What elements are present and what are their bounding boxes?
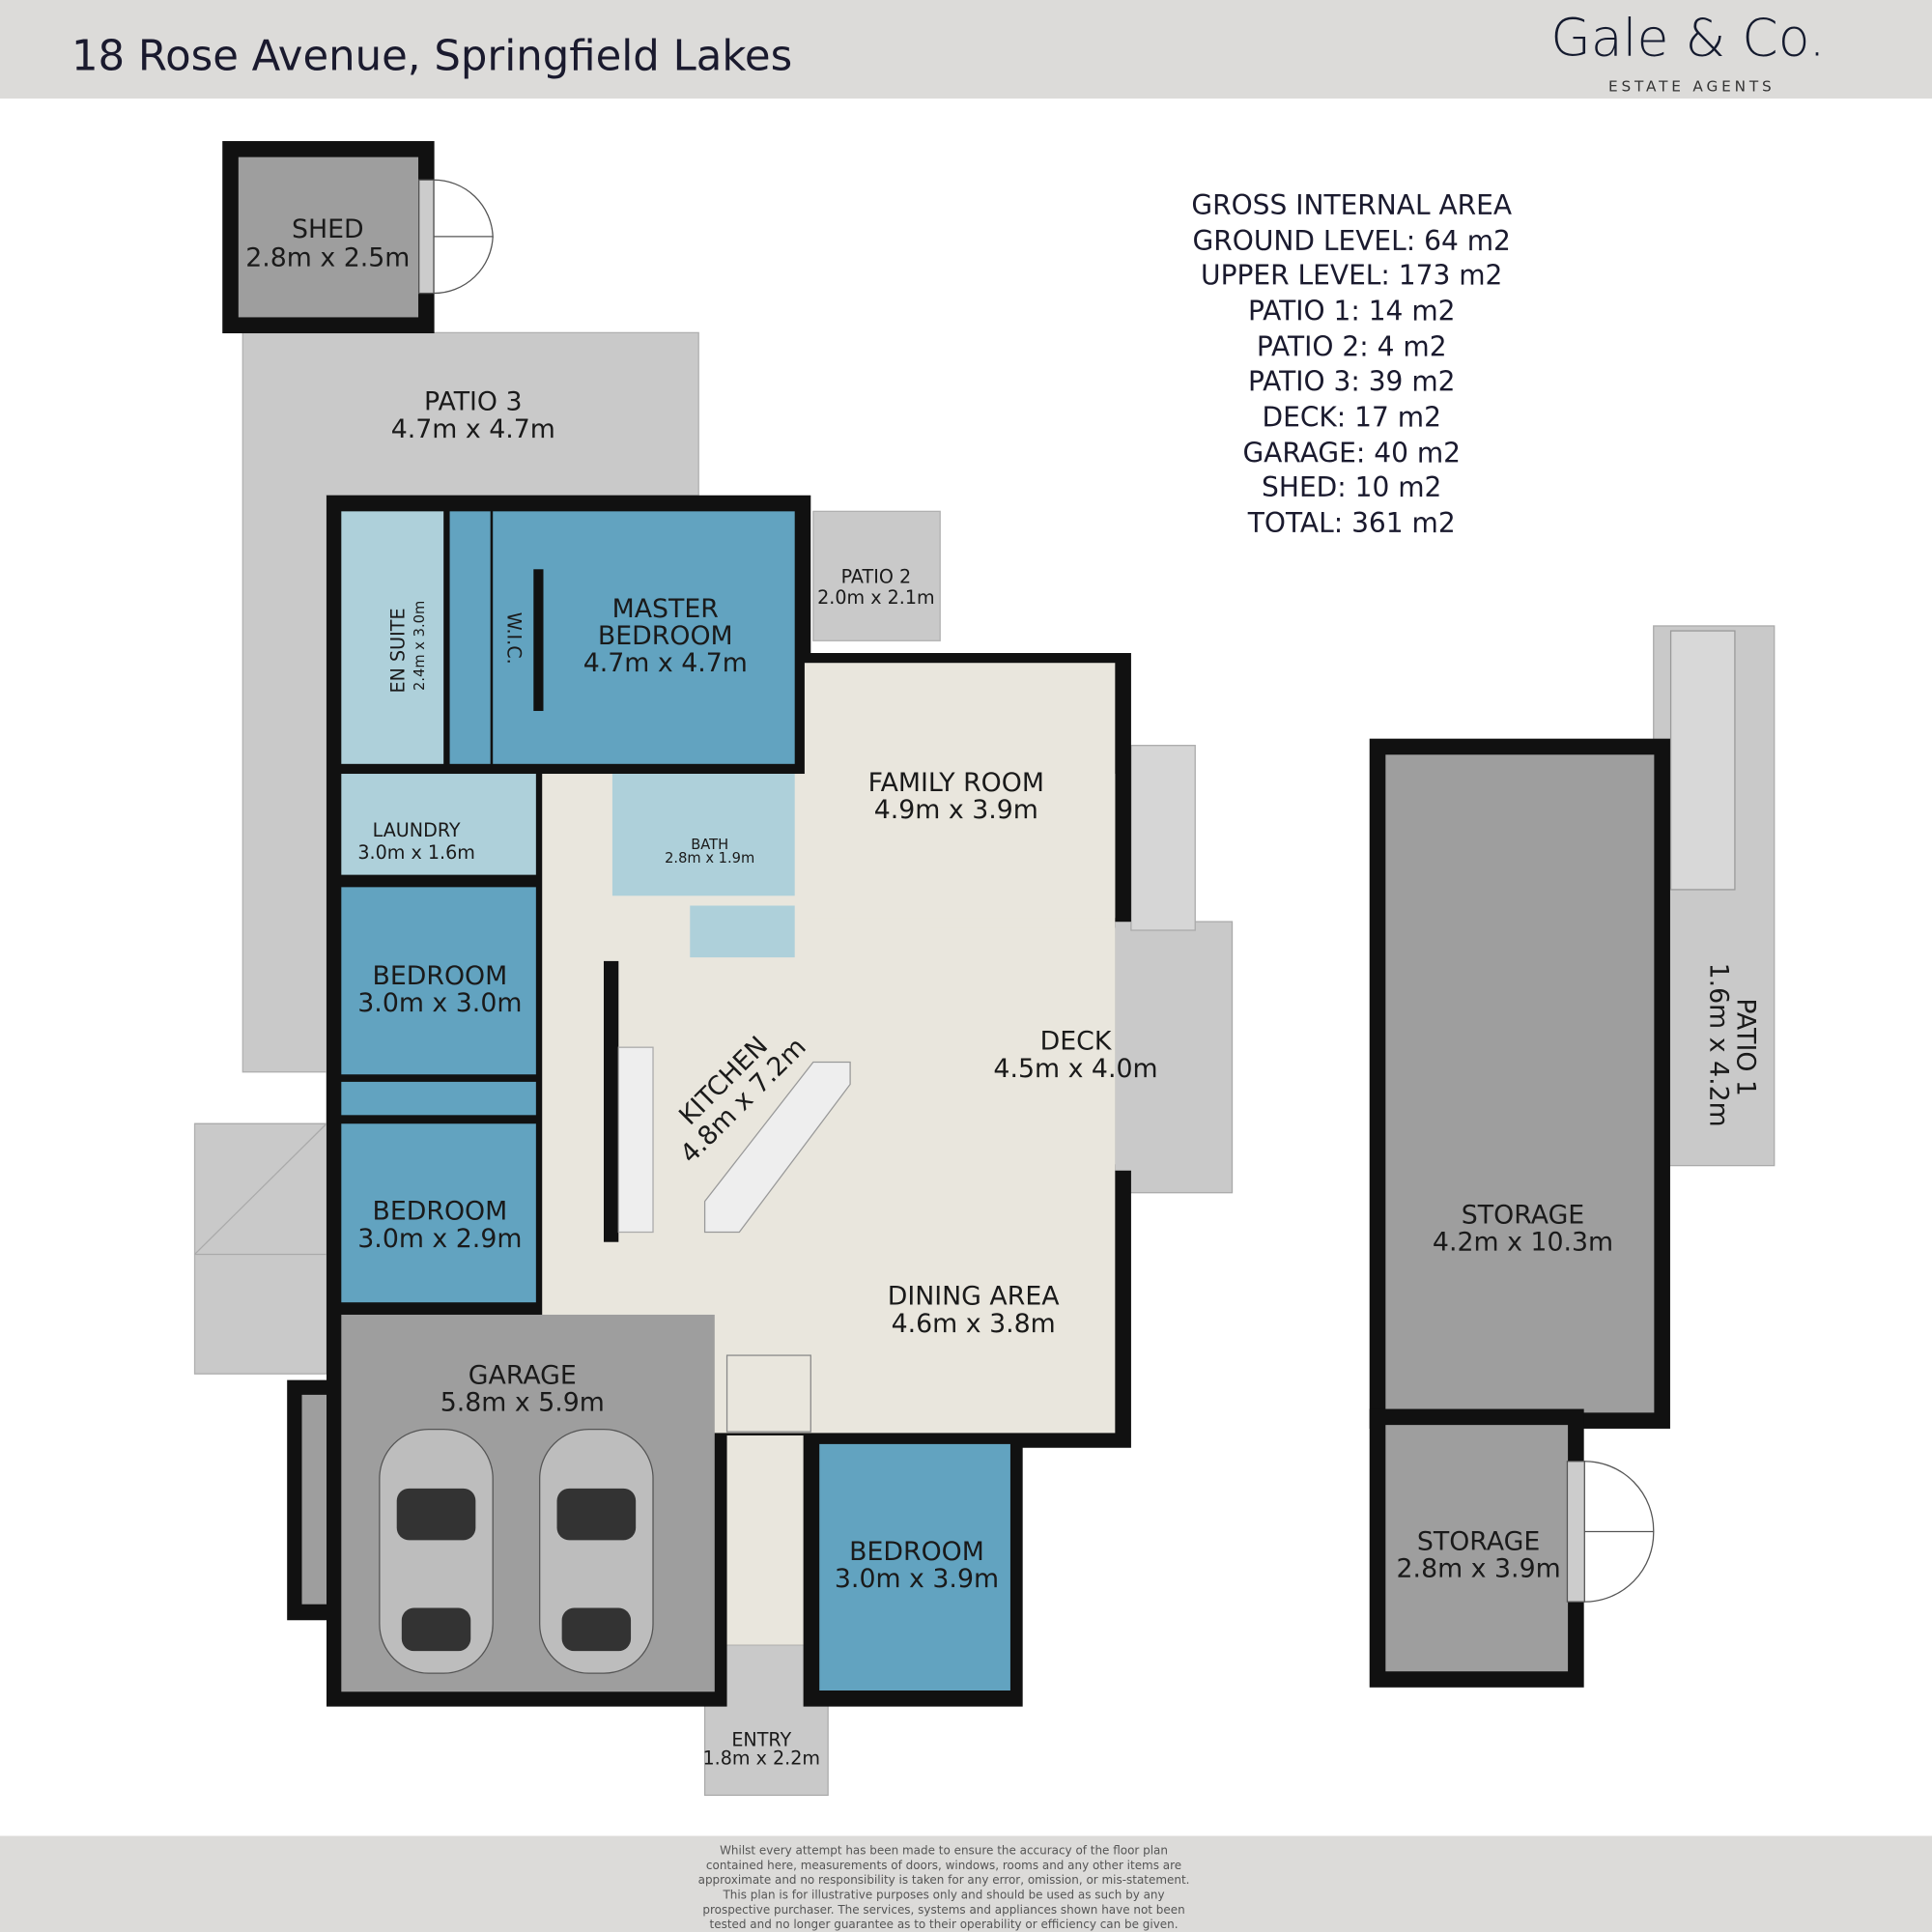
laundry	[341, 774, 536, 875]
room-size: 3.0m x 1.6m	[357, 841, 475, 864]
disclaimer: Whilst every attempt has been made to en…	[698, 1844, 1190, 1932]
room-size: 3.0m x 2.9m	[357, 1224, 522, 1254]
bedroom-3	[819, 1443, 1010, 1690]
room-size: 1.6m x 4.2m	[1703, 963, 1733, 1127]
car-icon	[379, 1428, 494, 1674]
bath	[611, 774, 795, 896]
storage-door[interactable]	[1566, 1461, 1655, 1603]
room-name: LAUNDRY	[373, 819, 461, 841]
car-icon	[539, 1428, 654, 1674]
bedroom-1	[341, 887, 536, 1075]
toilet	[690, 905, 795, 958]
room-name: EN SUITE	[386, 608, 409, 693]
room-name: STORAGE	[1462, 1201, 1584, 1231]
area-line: GROUND LEVEL: 64 m2	[1193, 225, 1511, 257]
shed	[222, 141, 435, 334]
patio-1-stairs	[1669, 630, 1736, 891]
deck-stairs	[1130, 745, 1196, 931]
disclaimer-line: contained here, measurements of doors, w…	[706, 1859, 1181, 1872]
disclaimer-line: This plan is for illustrative purposes o…	[722, 1889, 1164, 1902]
room-size: 4.7m x 4.7m	[583, 648, 748, 678]
disclaimer-line: Whilst every attempt has been made to en…	[720, 1844, 1168, 1858]
room-size: 1.8m x 2.2m	[702, 1747, 820, 1770]
entry-stairs	[725, 1354, 811, 1433]
storage-large	[1369, 738, 1670, 1429]
room-name: GARAGE	[469, 1360, 577, 1390]
patio-3	[193, 331, 699, 1375]
room-name: BEDROOM	[372, 1197, 507, 1227]
header-bar	[0, 0, 1932, 99]
area-line: UPPER LEVEL: 173 m2	[1201, 260, 1502, 292]
room-size: 3.0m x 3.9m	[835, 1564, 999, 1594]
area-line: TOTAL: 361 m2	[1247, 507, 1456, 539]
area-line: PATIO 3: 39 m2	[1248, 365, 1455, 397]
area-line: DECK: 17 m2	[1263, 401, 1441, 433]
bedroom-2	[341, 1123, 536, 1303]
entry	[726, 1435, 804, 1645]
room-size: 2.8m x 1.9m	[665, 850, 754, 867]
area-line: SHED: 10 m2	[1262, 471, 1441, 503]
room-name: PATIO 1	[1730, 998, 1760, 1096]
room-size: 4.5m x 4.0m	[993, 1054, 1157, 1084]
kitchen-bench-wall	[604, 960, 619, 1242]
area-line: PATIO 1: 14 m2	[1248, 296, 1455, 327]
shed-door[interactable]	[418, 179, 494, 295]
storage-small	[1369, 1408, 1584, 1688]
room-size: 4.9m x 3.9m	[874, 795, 1038, 825]
disclaimer-line: prospective purchaser. The services, sys…	[702, 1903, 1184, 1917]
room-size: 2.8m x 2.5m	[245, 243, 410, 273]
room-size: 4.7m x 4.7m	[391, 414, 555, 444]
area-heading: GROSS INTERNAL AREA	[1191, 189, 1512, 221]
room-name: PATIO 3	[424, 387, 523, 417]
room-name: STORAGE	[1417, 1527, 1540, 1557]
agency-logo: Gale & Co.	[1550, 7, 1825, 68]
room-name: BEDROOM	[372, 961, 507, 991]
patio-2	[812, 510, 941, 641]
room-size: 4.2m x 10.3m	[1433, 1228, 1613, 1258]
room-size: 2.0m x 2.1m	[817, 586, 935, 609]
area-line: PATIO 2: 4 m2	[1257, 331, 1447, 363]
room-size: 4.6m x 3.8m	[892, 1309, 1056, 1339]
bedroom-closets	[341, 1081, 536, 1116]
gross-internal-area-summary: GROSS INTERNAL AREA GROUND LEVEL: 64 m2 …	[1191, 189, 1512, 539]
room-size: 2.8m x 3.9m	[1397, 1554, 1561, 1584]
room-name: PATIO 2	[841, 565, 912, 587]
room-name: MASTER	[612, 594, 719, 624]
kitchen-island	[703, 1061, 851, 1234]
room-size: 3.0m x 3.0m	[357, 988, 522, 1018]
en-suite	[341, 511, 444, 764]
disclaimer-line: approximate and no responsibility is tak…	[698, 1873, 1190, 1887]
room-name: ENTRY	[731, 1728, 791, 1750]
room-name: DECK	[1040, 1027, 1113, 1057]
property-address-title: 18 Rose Avenue, Springfield Lakes	[71, 33, 792, 81]
room-name: FAMILY ROOM	[868, 768, 1044, 798]
room-size: 5.8m x 5.9m	[440, 1387, 605, 1417]
agency-tagline: ESTATE AGENTS	[1608, 77, 1776, 95]
room-size: 2.4m x 3.0m	[412, 601, 428, 691]
room-name: SHED	[292, 214, 364, 244]
walk-in-closet	[449, 511, 491, 764]
disclaimer-line: tested and no longer guarantee as to the…	[710, 1918, 1179, 1931]
room-name: BEDROOM	[598, 621, 733, 651]
room-name: BATH	[691, 837, 728, 853]
main-house	[287, 495, 1131, 1707]
family-room	[804, 663, 1116, 919]
area-line: GARAGE: 40 m2	[1242, 437, 1461, 469]
room-name: W.I.C.	[503, 612, 526, 665]
room-name: DINING AREA	[888, 1282, 1061, 1312]
room-name: BEDROOM	[849, 1537, 984, 1567]
footer-bar	[0, 1835, 1932, 1932]
